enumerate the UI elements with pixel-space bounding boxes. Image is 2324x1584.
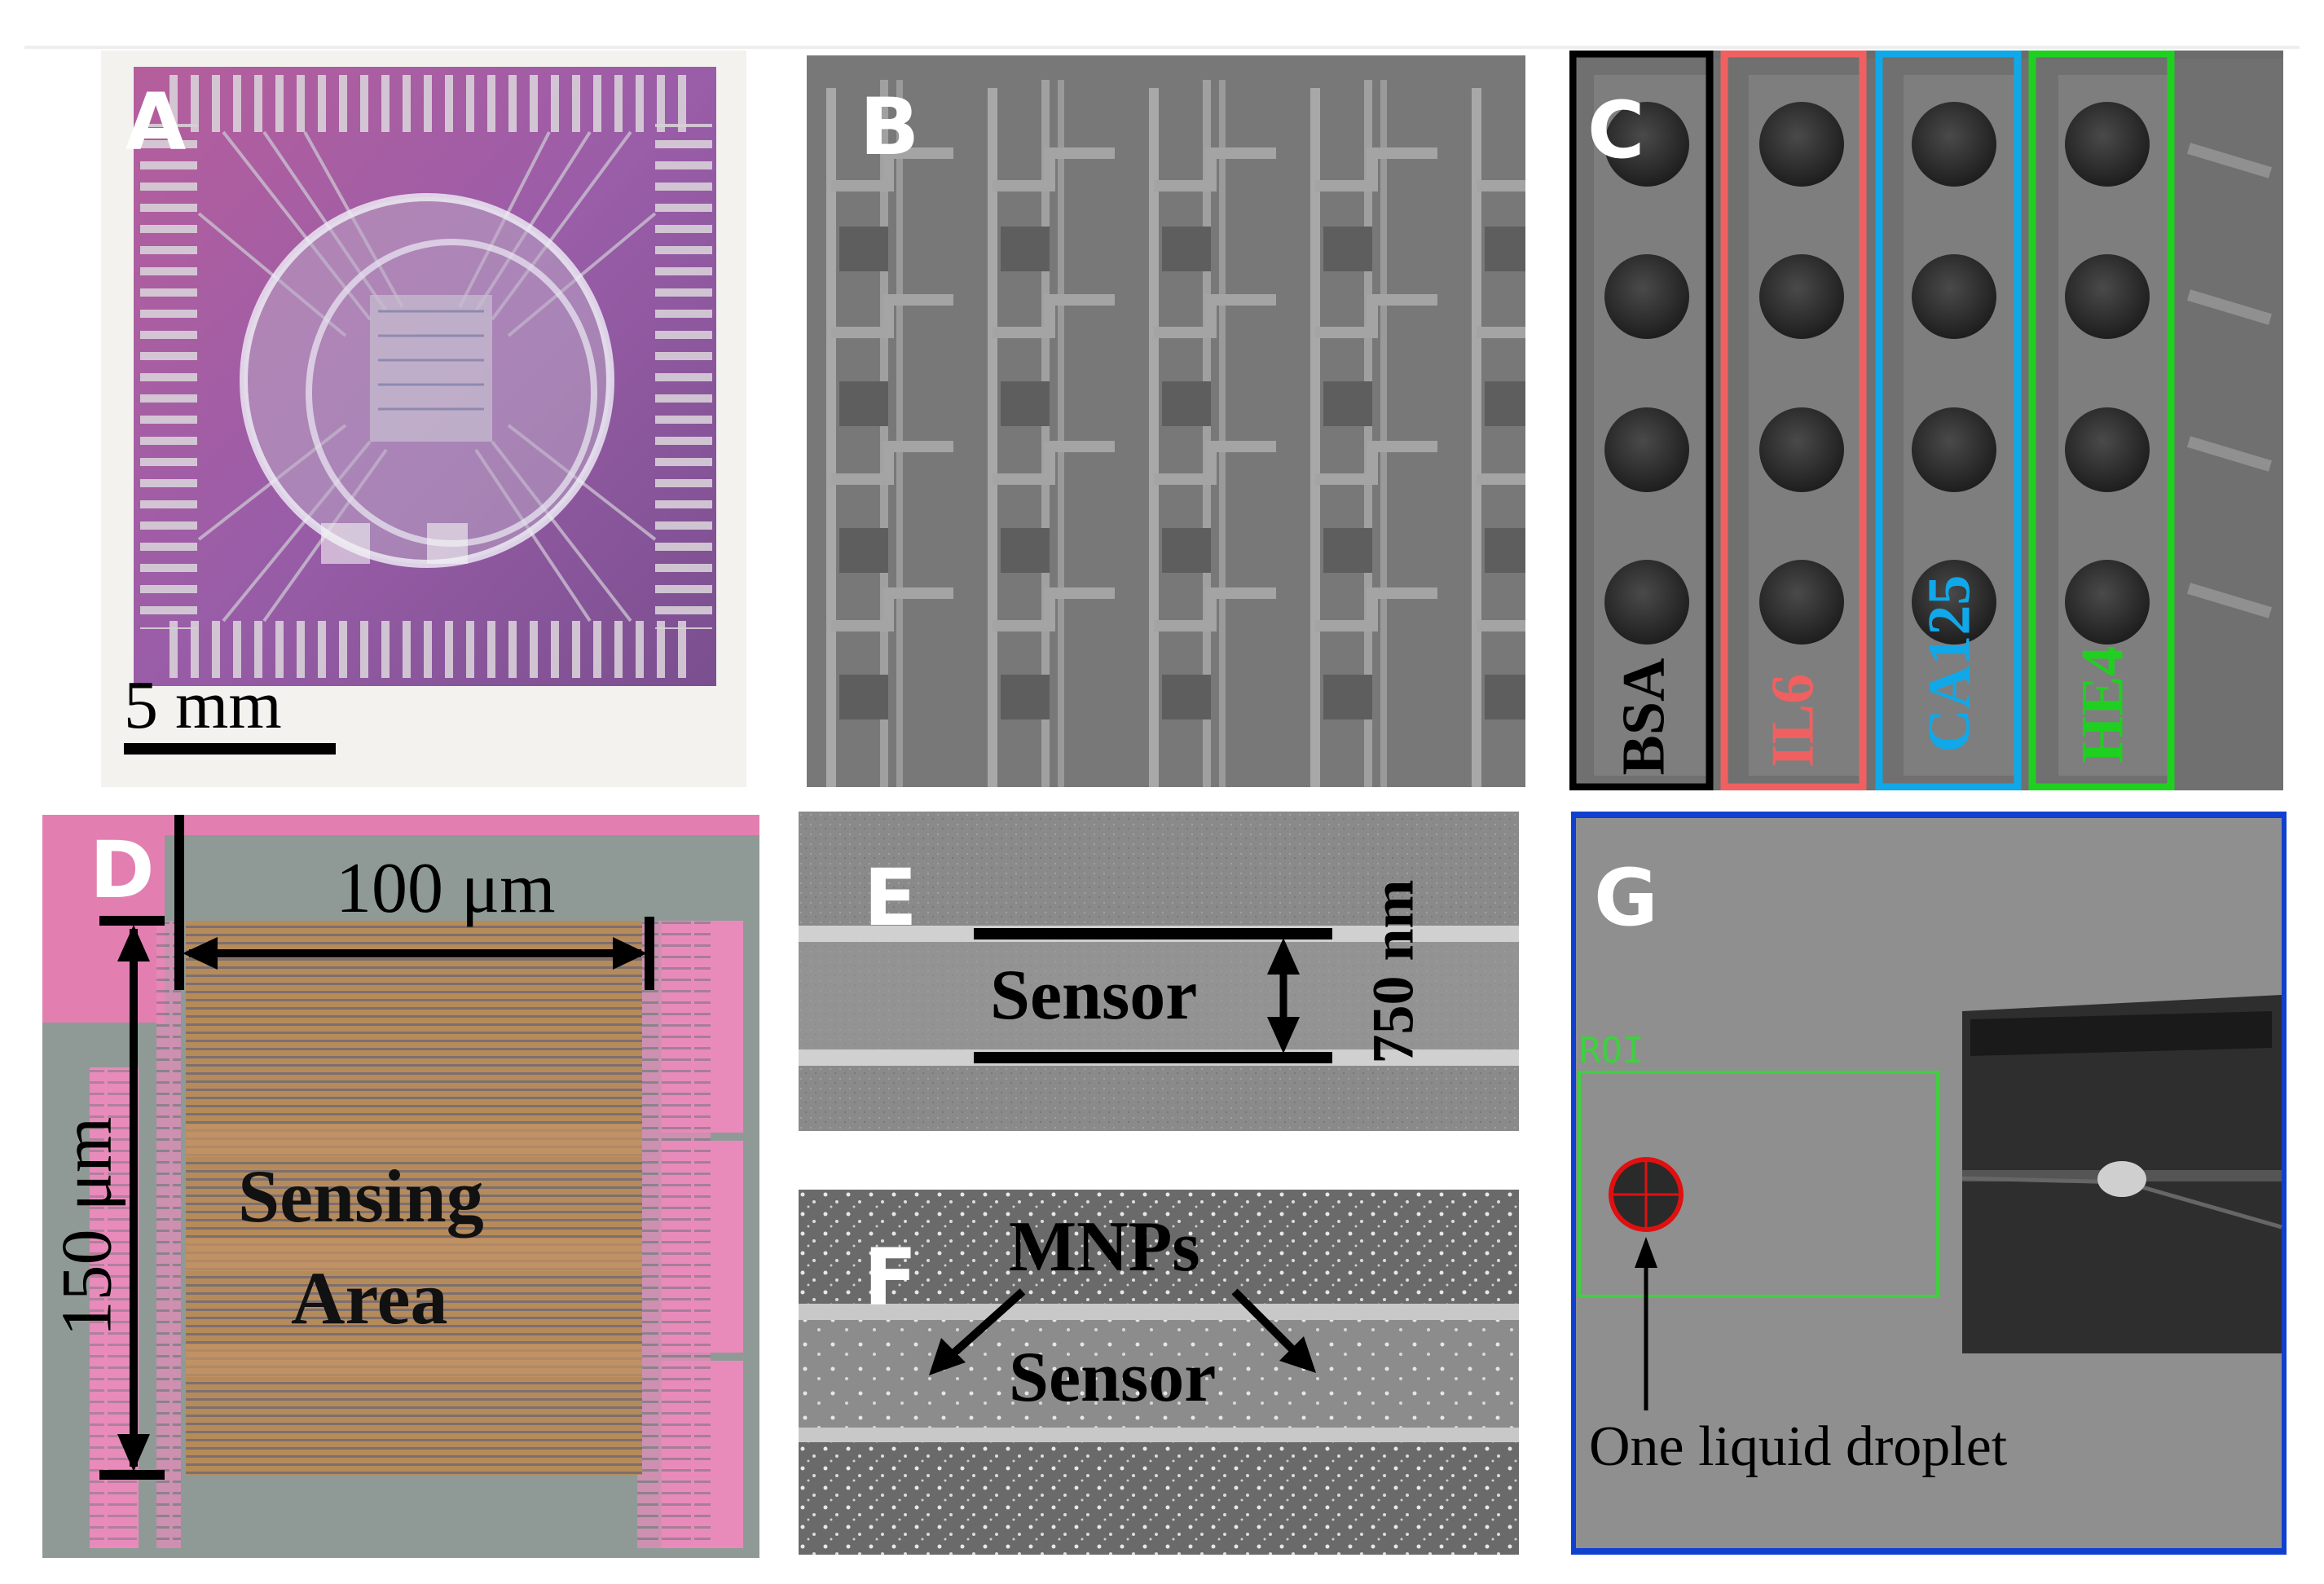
chip-photo-graphic (124, 67, 716, 755)
scale-bar (124, 743, 336, 755)
bsa-column-box (1569, 51, 1714, 790)
bsa-label: BSA (1610, 658, 1678, 776)
sensing-area-line1: Sensing (238, 1155, 484, 1238)
sensing-area-line2: Area (291, 1256, 448, 1340)
sensor-sem-graphic (799, 812, 1519, 1131)
he4-column-box (2028, 51, 2175, 790)
panel-e-sensor-sem: E Sensor 750 nm (799, 812, 1519, 1131)
il6-column-box (1720, 51, 1867, 790)
il6-label: IL6 (1759, 673, 1827, 768)
panel-f-mnps-sem: F MNPs Sensor (799, 1190, 1519, 1555)
droplet-caption: One liquid droplet (1589, 1415, 2008, 1478)
spotted-array-graphic (1569, 51, 2283, 790)
width-dimension-text: 100 μm (336, 849, 556, 928)
ca125-column-box (1875, 51, 2022, 790)
panel-f-label: F (864, 1232, 918, 1323)
roi-box (1578, 1071, 1939, 1298)
mnps-text: MNPs (1009, 1208, 1200, 1287)
ca125-label: CA125 (1916, 574, 1983, 753)
panel-a-label: A (125, 77, 187, 168)
droplet-camera-graphic (1576, 818, 2282, 1548)
panel-e-label: E (864, 852, 918, 944)
sensor-array-graphic (807, 55, 1525, 787)
panel-d-label: D (90, 825, 155, 916)
panel-g-label: G (1594, 852, 1658, 944)
panel-b-label: B (860, 81, 920, 173)
panel-a-chip-photo: A 5 mm (101, 51, 746, 787)
he4-label: HE4 (2069, 645, 2137, 763)
panel-c-spotted-array: C BSA IL6 CA125 HE4 (1569, 51, 2283, 790)
panel-d-sensing-area: D 100 μm 150 μm Sensing Area (42, 815, 759, 1558)
mnps-sem-graphic (799, 1190, 1519, 1555)
dimension-750nm-text: 750 nm (1360, 879, 1426, 1064)
scale-bar-text: 5 mm (124, 667, 282, 743)
panel-g-droplet-camera: G ROI One liquid droplet (1571, 812, 2287, 1555)
top-rule (24, 46, 2300, 49)
sensing-area-graphic (42, 815, 759, 1558)
panel-c-label: C (1587, 85, 1645, 176)
height-dimension-text: 150 μm (47, 1116, 127, 1337)
panel-b-sensor-array-image: B (807, 55, 1525, 787)
sensor-text-f: Sensor (1009, 1338, 1217, 1417)
roi-label: ROI (1579, 1030, 1644, 1071)
sensor-text: Sensor (990, 956, 1198, 1035)
